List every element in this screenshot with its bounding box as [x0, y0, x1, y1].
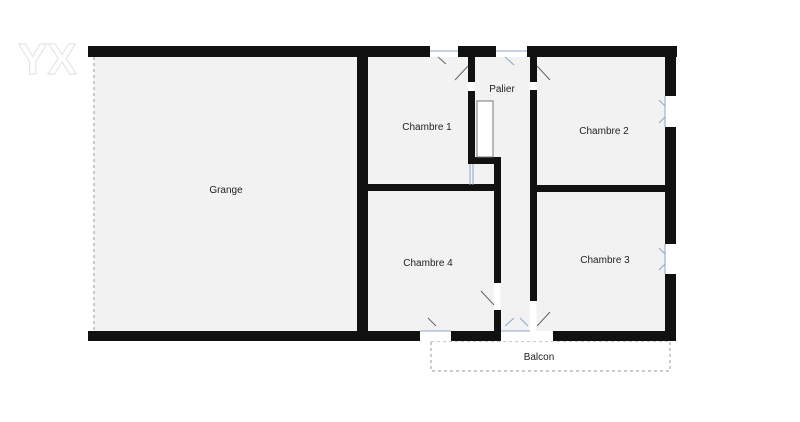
- room-label-grange: Grange: [209, 185, 243, 196]
- wall-chambre2-left: [530, 90, 537, 301]
- wall-chambre2-chambre3: [536, 185, 668, 192]
- door-chambre1-top: [430, 46, 458, 65]
- wall-grange-divider: [357, 46, 368, 341]
- door-chambre4-balcon: [420, 317, 451, 341]
- door-palier-top: [496, 46, 527, 66]
- door-palier-balcon: [501, 317, 553, 341]
- logo-text: YX: [18, 35, 77, 84]
- wall-palier-right-lower: [494, 157, 501, 283]
- wall-palier-right-bottom: [494, 310, 501, 341]
- wall-bottom-chambre3: [553, 331, 676, 341]
- wall-right-middle: [665, 127, 676, 244]
- wall-palier-left-upper: [468, 57, 475, 82]
- wall-bottom-chambre4: [451, 331, 499, 341]
- room-label-palier: Palier: [489, 84, 515, 95]
- grange-floor: [94, 57, 360, 333]
- doors: [420, 46, 676, 341]
- room-label-chambre1: Chambre 1: [402, 122, 452, 133]
- room-label-balcon: Balcon: [524, 352, 555, 363]
- watermark-logo: YX: [17, 34, 77, 84]
- door-chambre1: [454, 65, 475, 91]
- door-chambre4: [480, 283, 501, 310]
- wall-chambre2-left-upper: [530, 57, 537, 82]
- stair-opening: [476, 100, 494, 158]
- wall-top-right: [527, 46, 677, 57]
- chambre3-floor: [536, 191, 668, 333]
- floor-areas: [94, 57, 668, 333]
- wall-chambre1-chambre4: [366, 184, 495, 191]
- wall-palier-left-middle: [468, 91, 475, 164]
- door-chambre3: [529, 301, 551, 330]
- room-labels: Grange Chambre 1 Palier Chambre 2 Chambr…: [209, 84, 630, 363]
- room-label-chambre2: Chambre 2: [579, 126, 629, 137]
- wall-palier-step: [468, 157, 501, 164]
- staircase: [469, 100, 494, 185]
- chambre4-floor: [366, 190, 495, 333]
- wall-bottom-grange: [88, 331, 420, 341]
- window-chambre2: [658, 96, 676, 127]
- room-label-chambre4: Chambre 4: [403, 258, 453, 269]
- wall-right-upper: [665, 46, 676, 96]
- door-chambre2: [529, 65, 551, 90]
- wall-right-lower: [665, 274, 676, 341]
- room-label-chambre3: Chambre 3: [580, 255, 630, 266]
- chambre2-floor: [536, 57, 668, 185]
- balcon-outline: [430, 340, 671, 372]
- wall-top-grange: [88, 46, 430, 57]
- walls: [88, 46, 677, 341]
- chambre1-floor: [366, 57, 474, 184]
- wall-top-chambre1: [458, 46, 496, 57]
- window-chambre3: [658, 244, 676, 274]
